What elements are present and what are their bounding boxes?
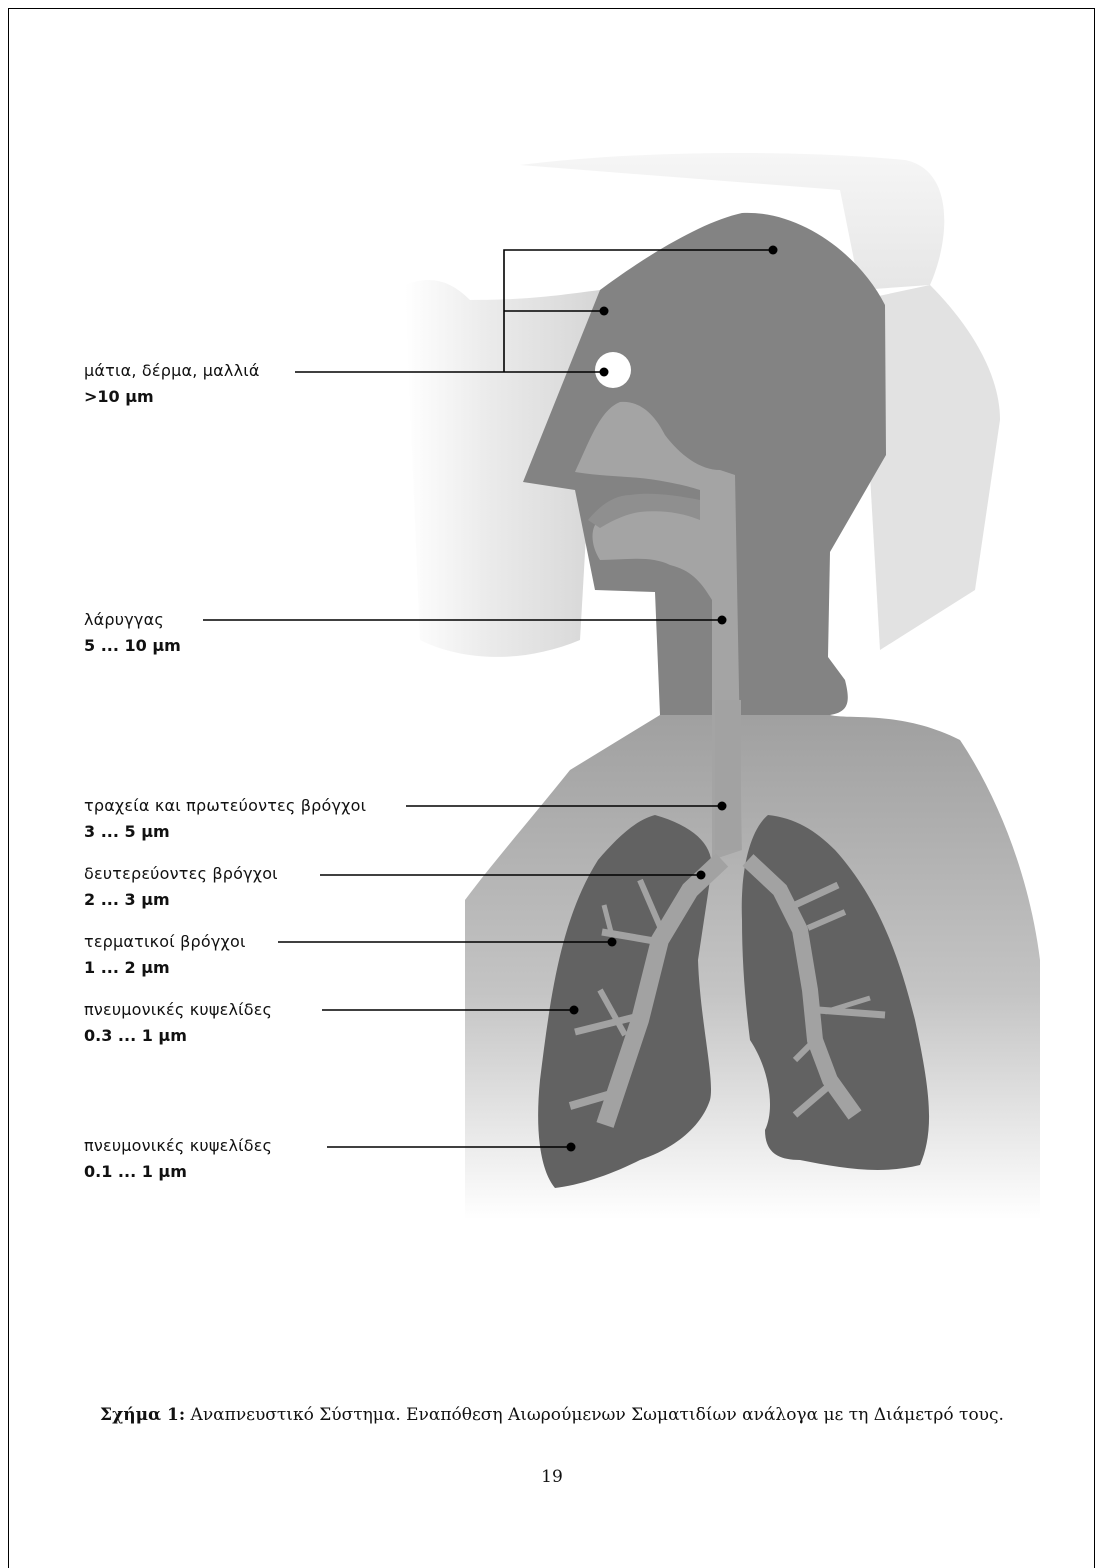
label-size: 0.3 ... 1 μm (84, 1023, 272, 1049)
caption-text: Αναπνευστικό Σύστημα. Εναπόθεση Αιωρούμε… (185, 1405, 1004, 1425)
label-name: δευτερεύοντες βρόγχοι (84, 861, 278, 887)
label-size: 2 ... 3 μm (84, 887, 278, 913)
label-name: τερματικοί βρόγχοι (84, 929, 246, 955)
label-name: λάρυγγας (84, 607, 181, 633)
label-name: μάτια, δέρμα, μαλλιά (84, 358, 260, 384)
label-secondary-bronchi: δευτερεύοντες βρόγχοι 2 ... 3 μm (84, 861, 278, 913)
label-larynx: λάρυγγας 5 ... 10 μm (84, 607, 181, 659)
label-name: πνευμονικές κυψελίδες (84, 997, 272, 1023)
label-alveoli-lower: πνευμονικές κυψελίδες 0.1 ... 1 μm (84, 1133, 272, 1185)
label-size: 1 ... 2 μm (84, 955, 246, 981)
page-number: 19 (0, 1467, 1104, 1487)
label-name: πνευμονικές κυψελίδες (84, 1133, 272, 1159)
label-trachea-primary-bronchi: τραχεία και πρωτεύοντες βρόγχοι 3 ... 5 … (84, 793, 366, 845)
caption-prefix: Σχήμα 1: (100, 1405, 185, 1425)
label-size: 3 ... 5 μm (84, 819, 366, 845)
label-terminal-bronchi: τερματικοί βρόγχοι 1 ... 2 μm (84, 929, 246, 981)
label-size: 5 ... 10 μm (84, 633, 181, 659)
label-size: >10 μm (84, 384, 260, 410)
label-size: 0.1 ... 1 μm (84, 1159, 272, 1185)
label-eyes-skin-hair: μάτια, δέρμα, μαλλιά >10 μm (84, 358, 260, 410)
figure-caption: Σχήμα 1: Αναπνευστικό Σύστημα. Εναπόθεση… (0, 1405, 1104, 1425)
label-name: τραχεία και πρωτεύοντες βρόγχοι (84, 793, 366, 819)
label-alveoli-upper: πνευμονικές κυψελίδες 0.3 ... 1 μm (84, 997, 272, 1049)
